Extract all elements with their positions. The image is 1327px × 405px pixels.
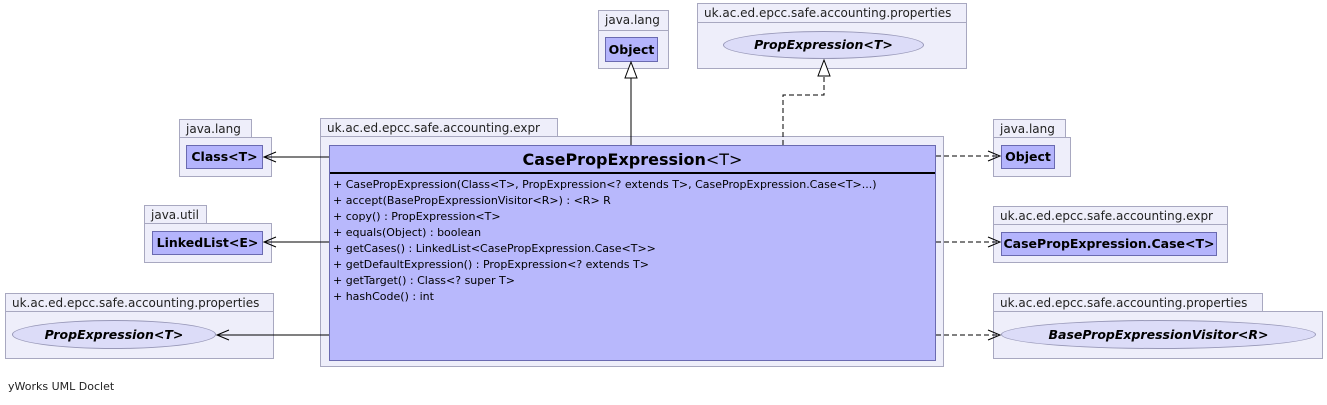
member[interactable]: + accept(BasePropExpressionVisitor<R>) :… — [333, 194, 611, 207]
member[interactable]: + CasePropExpression(Class<T>, PropExpre… — [333, 178, 877, 191]
member[interactable]: + equals(Object) : boolean — [333, 226, 482, 239]
member[interactable]: + getTarget() : Class<? super T> — [333, 274, 515, 287]
class-case[interactable]: CasePropExpression.Case<T> — [1001, 232, 1217, 256]
package-label: uk.ac.ed.epcc.safe.accounting.properties — [697, 3, 967, 23]
footer-credit: yWorks UML Doclet — [8, 380, 115, 393]
member[interactable]: + hashCode() : int — [333, 290, 434, 303]
class-title: CasePropExpression<T> — [330, 146, 935, 174]
class-type-param: <T> — [705, 150, 743, 169]
interface-propexpression-left[interactable]: PropExpression<T> — [12, 320, 216, 349]
package-label: uk.ac.ed.epcc.safe.accounting.expr — [993, 206, 1228, 225]
interface-visitor[interactable]: BasePropExpressionVisitor<R> — [1001, 320, 1316, 349]
member[interactable]: + copy() : PropExpression<T> — [333, 210, 501, 223]
member-list: + CasePropExpression(Class<T>, PropExpre… — [330, 174, 935, 305]
class-casepropexpression[interactable]: CasePropExpression<T> + CasePropExpressi… — [329, 145, 936, 361]
member[interactable]: + getDefaultExpression() : PropExpressio… — [333, 258, 649, 271]
class-name: CasePropExpression — [522, 150, 706, 169]
member[interactable]: + getCases() : LinkedList<CasePropExpres… — [333, 242, 656, 255]
package-label: java.lang — [179, 119, 252, 138]
class-class[interactable]: Class<T> — [186, 145, 263, 169]
package-label: uk.ac.ed.epcc.safe.accounting.expr — [320, 118, 558, 137]
package-label: java.lang — [993, 119, 1066, 138]
realization-line — [782, 76, 825, 145]
interface-propexpression-top[interactable]: PropExpression<T> — [723, 31, 924, 59]
package-label: java.lang — [598, 10, 669, 31]
class-linkedlist[interactable]: LinkedList<E> — [152, 231, 263, 255]
package-label: uk.ac.ed.epcc.safe.accounting.properties — [5, 293, 274, 312]
class-object-superclass[interactable]: Object — [605, 37, 658, 62]
package-label: java.util — [144, 205, 207, 224]
class-object-dependency[interactable]: Object — [1001, 145, 1055, 169]
package-label: uk.ac.ed.epcc.safe.accounting.properties — [993, 293, 1263, 312]
